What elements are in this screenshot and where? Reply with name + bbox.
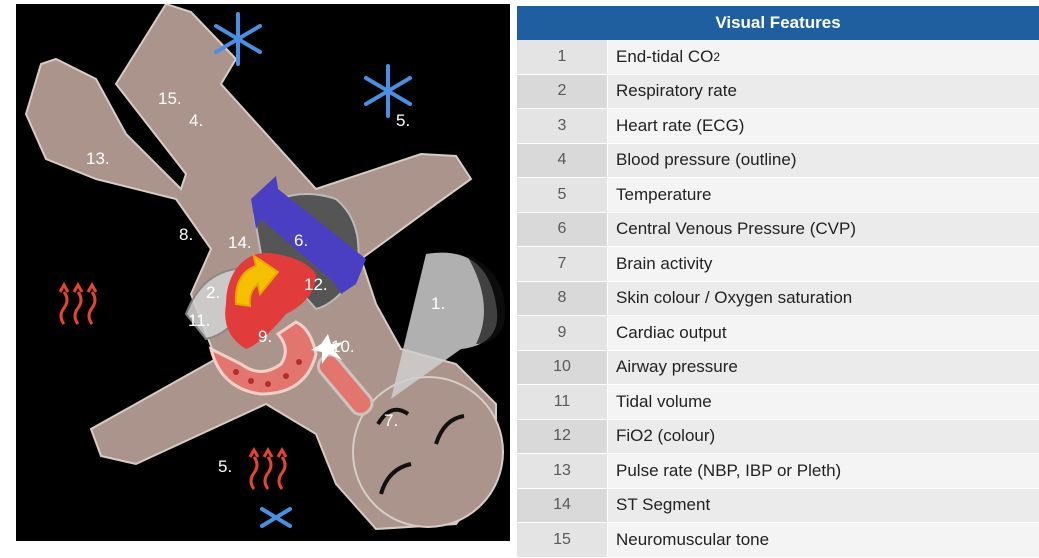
- row-feature: Neuromuscular tone: [608, 523, 1039, 557]
- feature-text: Temperature: [616, 185, 711, 205]
- row-number: 11: [517, 385, 608, 419]
- row-number: 9: [517, 316, 608, 350]
- table-row: 14 ST Segment: [517, 489, 1039, 524]
- table-row: 2 Respiratory rate: [517, 75, 1039, 110]
- cardiac-dot: [296, 359, 302, 365]
- row-number: 5: [517, 178, 608, 212]
- row-number: 2: [517, 75, 608, 109]
- label-5a: 5.: [396, 111, 410, 130]
- snowflake-icon: [262, 509, 290, 526]
- label-2: 2.: [206, 283, 220, 302]
- table-row: 5 Temperature: [517, 178, 1039, 213]
- label-12: 12.: [304, 275, 328, 294]
- feature-text: Skin colour / Oxygen saturation: [616, 288, 852, 308]
- snowflake-icon: [366, 66, 410, 116]
- row-feature: ST Segment: [608, 489, 1039, 523]
- row-feature: Tidal volume: [608, 385, 1039, 419]
- table-row: 9 Cardiac output: [517, 316, 1039, 351]
- label-4: 4.: [189, 111, 203, 130]
- row-number: 3: [517, 109, 608, 143]
- label-1: 1.: [431, 294, 445, 313]
- table-row: 12 FiO2 (colour): [517, 420, 1039, 455]
- row-feature: Central Venous Pressure (CVP): [608, 213, 1039, 247]
- row-number: 1: [517, 40, 608, 74]
- row-feature: Cardiac output: [608, 316, 1039, 350]
- row-number: 10: [517, 351, 608, 385]
- row-feature: Skin colour / Oxygen saturation: [608, 282, 1039, 316]
- patient-avatar-diagram: 1. 2. 3 4. 5. 5. 6. 7. 8. 9. 10. 11. 12.…: [16, 4, 510, 541]
- row-number: 7: [517, 247, 608, 281]
- row-number: 6: [517, 213, 608, 247]
- label-13: 13.: [86, 149, 110, 168]
- label-5b: 5.: [218, 457, 232, 476]
- feature-text: ST Segment: [616, 495, 710, 515]
- table-row: 8 Skin colour / Oxygen saturation: [517, 282, 1039, 317]
- table-row: 11 Tidal volume: [517, 385, 1039, 420]
- label-7: 7.: [384, 411, 398, 430]
- feature-text: Airway pressure: [616, 357, 738, 377]
- table-row: 4 Blood pressure (outline): [517, 144, 1039, 179]
- table-row: 3 Heart rate (ECG): [517, 109, 1039, 144]
- row-number: 12: [517, 420, 608, 454]
- feature-text: Brain activity: [616, 254, 712, 274]
- label-15: 15.: [158, 89, 182, 108]
- cardiac-dot: [233, 369, 239, 375]
- feature-text: Tidal volume: [616, 392, 712, 412]
- feature-text: Central Venous Pressure (CVP): [616, 219, 856, 239]
- table-row: 7 Brain activity: [517, 247, 1039, 282]
- feature-text: End-tidal CO: [616, 47, 713, 67]
- row-number: 13: [517, 454, 608, 488]
- feature-text: Respiratory rate: [616, 81, 737, 101]
- label-10: 10.: [331, 337, 355, 356]
- row-feature: Respiratory rate: [608, 75, 1039, 109]
- row-feature: Blood pressure (outline): [608, 144, 1039, 178]
- table-row: 6 Central Venous Pressure (CVP): [517, 213, 1039, 248]
- cardiac-dot: [248, 378, 254, 384]
- feature-text: Neuromuscular tone: [616, 530, 769, 550]
- row-feature: Pulse rate (NBP, IBP or Pleth): [608, 454, 1039, 488]
- row-number: 14: [517, 489, 608, 523]
- avatar-svg: 1. 2. 3 4. 5. 5. 6. 7. 8. 9. 10. 11. 12.…: [16, 4, 510, 541]
- row-feature: Temperature: [608, 178, 1039, 212]
- feature-text: Cardiac output: [616, 323, 727, 343]
- label-14: 14.: [228, 233, 252, 252]
- row-feature: FiO2 (colour): [608, 420, 1039, 454]
- feature-text: Heart rate (ECG): [616, 116, 744, 136]
- cardiac-dot: [283, 373, 289, 379]
- heat-icon: [250, 450, 286, 489]
- row-feature: End-tidal CO2: [608, 40, 1039, 74]
- row-number: 4: [517, 144, 608, 178]
- table-row: 13 Pulse rate (NBP, IBP or Pleth): [517, 454, 1039, 489]
- feature-text: Pulse rate (NBP, IBP or Pleth): [616, 461, 841, 481]
- row-feature: Brain activity: [608, 247, 1039, 281]
- row-number: 8: [517, 282, 608, 316]
- row-feature: Airway pressure: [608, 351, 1039, 385]
- feature-subscript: 2: [713, 50, 720, 64]
- label-6: 6.: [294, 231, 308, 250]
- table-row: 10 Airway pressure: [517, 351, 1039, 386]
- cardiac-dot: [265, 381, 271, 387]
- label-9: 9.: [258, 327, 272, 346]
- row-feature: Heart rate (ECG): [608, 109, 1039, 143]
- label-3: 3: [251, 292, 260, 311]
- row-number: 15: [517, 523, 608, 557]
- label-8: 8.: [179, 225, 193, 244]
- table-row: 15 Neuromuscular tone: [517, 523, 1039, 558]
- table-header: Visual Features: [517, 6, 1039, 40]
- head: [353, 377, 503, 527]
- label-11: 11.: [188, 311, 210, 330]
- feature-text: Blood pressure (outline): [616, 150, 796, 170]
- heat-icon: [60, 285, 96, 324]
- feature-text: FiO2 (colour): [616, 426, 715, 446]
